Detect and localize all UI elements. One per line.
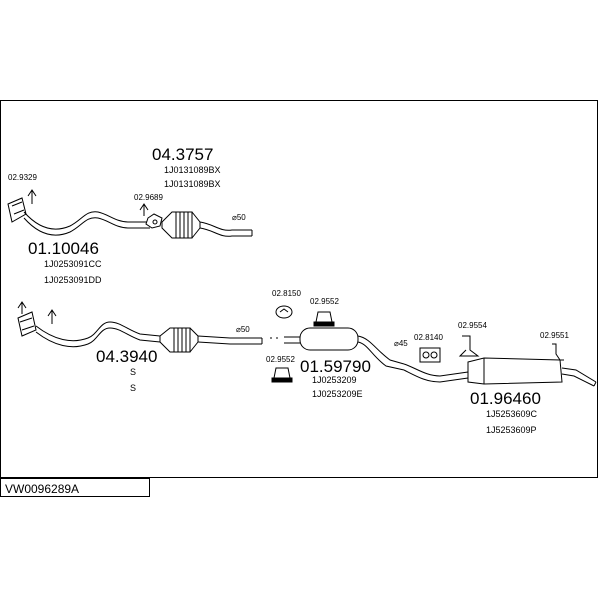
part-ref-01-96460-2: 1J5253609P <box>486 425 537 435</box>
diameter-label-1: ⌀50 <box>232 213 246 222</box>
accessory-02-9329: 02.9329 <box>8 173 37 182</box>
hanger-02-9552-bottom <box>271 367 293 383</box>
part-ref-04-3757-2: 1J0131089BX <box>164 179 221 189</box>
hanger-02-8140 <box>419 347 441 363</box>
front-pipe-upper <box>7 189 150 236</box>
hanger-02-9554 <box>458 335 480 357</box>
accessory-02-9551: 02.9551 <box>540 331 569 340</box>
catalyst-04-3940 <box>159 327 263 353</box>
part-ref-04-3940-1: S <box>130 367 137 377</box>
part-ref-01-59790-1: 1J0253209 <box>312 375 357 385</box>
hanger-02-9552-top <box>313 311 335 327</box>
accessory-02-9554: 02.9554 <box>458 321 487 330</box>
accessory-02-9552-top: 02.9552 <box>310 297 339 306</box>
part-number-01-59790: 01.59790 <box>300 357 371 376</box>
part-ref-04-3757-1: 1J0131089BX <box>164 165 221 175</box>
part-ref-01-10046-2: 1J0253091DD <box>44 275 102 285</box>
part-ref-01-10046-1: 1J0253091CC <box>44 259 102 269</box>
part-ref-01-59790-2: 1J0253209E <box>312 389 363 399</box>
accessory-02-9552-bottom: 02.9552 <box>266 355 295 364</box>
rear-silencer-01-96460 <box>403 357 597 387</box>
diameter-label-3: ⌀45 <box>394 339 408 348</box>
diameter-label-2: ⌀50 <box>236 325 250 334</box>
diagram-code-box: VW0096289A <box>0 478 150 497</box>
flange-02-9689 <box>139 203 163 229</box>
part-number-04-3757: 04.3757 <box>152 145 214 164</box>
diagram-code: VW0096289A <box>5 482 80 496</box>
catalyst-04-3757 <box>161 211 253 239</box>
hanger-02-8150 <box>275 305 293 319</box>
part-number-01-96460: 01.96460 <box>470 389 541 408</box>
part-ref-01-96460-1: 1J5253609C <box>486 409 538 419</box>
diagram-frame <box>0 100 598 478</box>
accessory-02-9689: 02.9689 <box>134 193 163 202</box>
part-ref-04-3940-2: S <box>130 383 137 393</box>
hanger-02-9551 <box>548 343 564 361</box>
front-pipe-lower <box>17 301 161 348</box>
accessory-02-8140: 02.8140 <box>414 333 443 342</box>
part-number-01-10046: 01.10046 <box>28 239 99 258</box>
part-number-04-3940: 04.3940 <box>96 347 158 366</box>
middle-silencer-01-59790 <box>270 327 405 371</box>
accessory-02-8150: 02.8150 <box>272 289 301 298</box>
